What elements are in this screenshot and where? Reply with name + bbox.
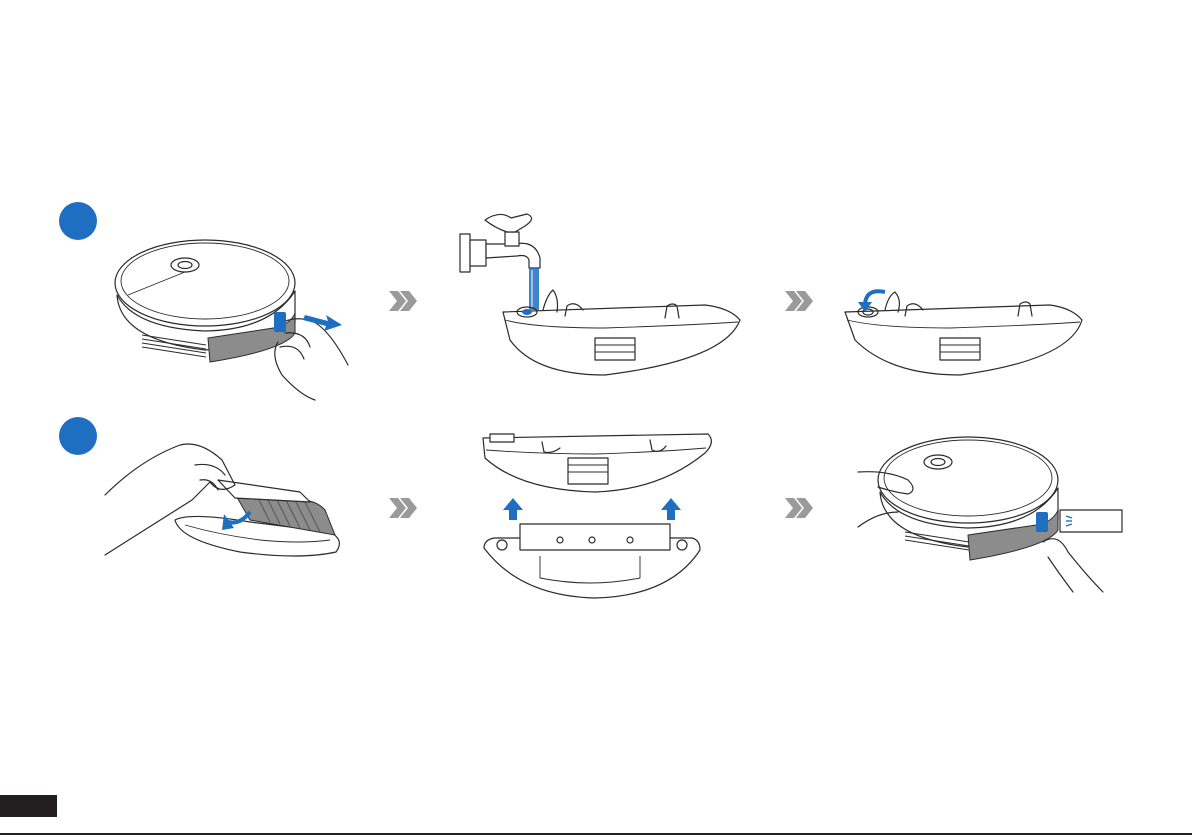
- chevron-right-double-icon: [785, 498, 813, 518]
- fill-water-tank-illustration: [455, 210, 755, 385]
- chevron-right-double-icon: [785, 291, 813, 311]
- footer-rule: [0, 833, 1192, 835]
- close-tank-plug-illustration: [840, 280, 1090, 385]
- page-number-tab: [0, 795, 57, 817]
- chevron-right-double-icon: [389, 291, 417, 311]
- step-1-badge: [59, 202, 97, 240]
- install-water-tank-illustration: [858, 432, 1128, 594]
- robot-remove-tank-illustration: [110, 235, 360, 400]
- step-2-badge: [59, 417, 97, 455]
- attach-mop-pad-illustration: [100, 440, 350, 565]
- attach-mop-bracket-illustration: [480, 428, 715, 603]
- chevron-right-double-icon: [389, 498, 417, 518]
